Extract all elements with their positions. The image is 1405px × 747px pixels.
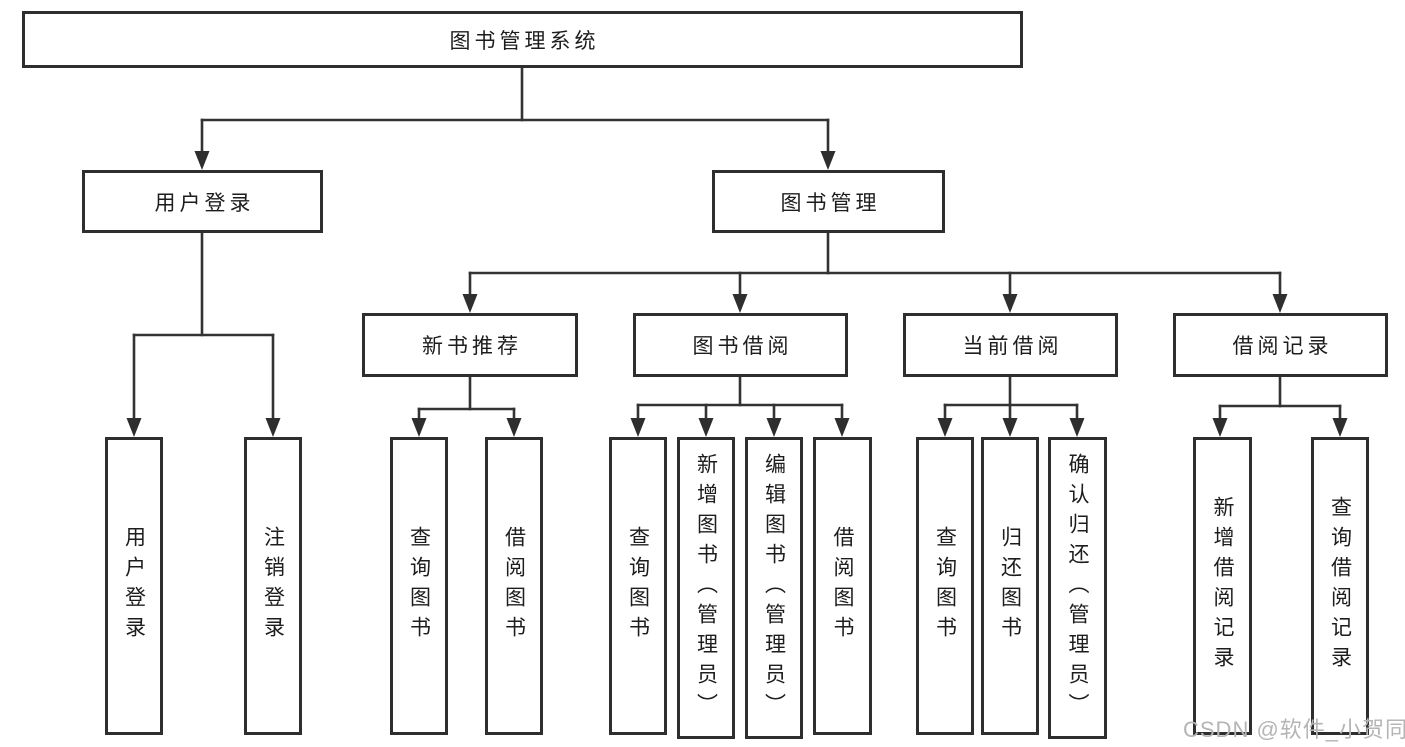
node-borrowing-records: 借阅记录 <box>1173 313 1388 377</box>
leaf-return-book: 归还图书 <box>981 437 1039 735</box>
leaf-borrow-books: 借阅图书 <box>813 437 872 735</box>
leaf-add-borrow-record: 新增借阅记录 <box>1193 437 1252 735</box>
leaf-add-book-admin: 新增图书（管理员） <box>677 437 735 739</box>
leaf-borrow-books-recommend: 借阅图书 <box>485 437 543 735</box>
leaf-confirm-return-admin: 确认归还（管理员） <box>1048 437 1107 739</box>
node-book-borrowing: 图书借阅 <box>633 313 848 377</box>
node-book-management: 图书管理 <box>712 170 945 233</box>
leaf-logout: 注销登录 <box>244 437 302 735</box>
csdn-watermark: CSDN @软件_小贺同学 <box>1183 717 1405 742</box>
leaf-query-books-recommend: 查询图书 <box>390 437 448 735</box>
node-new-book-recommend: 新书推荐 <box>362 313 578 377</box>
leaf-query-borrow-record: 查询借阅记录 <box>1311 437 1369 735</box>
leaf-query-books-current: 查询图书 <box>916 437 974 735</box>
leaf-edit-book-admin: 编辑图书（管理员） <box>745 437 803 739</box>
node-user-login: 用户登录 <box>82 170 323 233</box>
leaf-user-login: 用户登录 <box>105 437 163 735</box>
node-root-system: 图书管理系统 <box>22 11 1023 68</box>
node-current-borrowing: 当前借阅 <box>903 313 1118 377</box>
leaf-query-books-borrow: 查询图书 <box>609 437 667 735</box>
